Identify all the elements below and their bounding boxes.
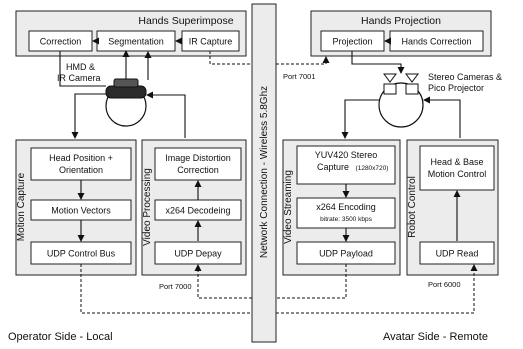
port-7000-link xyxy=(198,264,347,299)
port-6000-link xyxy=(80,264,474,314)
head-position-label-2: Orientation xyxy=(59,165,103,175)
motion-vectors-label: Motion Vectors xyxy=(51,206,111,216)
image-distortion-label-1: Image Distortion xyxy=(165,153,231,163)
head-base-label-2: Motion Control xyxy=(428,169,487,179)
hands-correction-label: Hands Correction xyxy=(401,37,471,47)
video-streaming-panel: Video Streaming YUV420 Stereo Capture (1… xyxy=(282,139,401,276)
video-processing-panel: Video Processing Image Distortion Correc… xyxy=(141,139,247,276)
avatar-side-label: Avatar Side - Remote xyxy=(383,331,488,343)
hands-projection-title: Hands Projection xyxy=(361,15,441,27)
image-distortion-label-2: Correction xyxy=(177,165,219,175)
head-base-label-1: Head & Base xyxy=(430,157,483,167)
hmd-head-icon xyxy=(105,78,147,127)
x264-encoding-label: x264 Encoding xyxy=(316,202,376,212)
bitrate-label: bitrate: 3500 kbps xyxy=(320,216,372,223)
stereo-label-2: Pico Projector xyxy=(428,83,484,93)
hands-projection-panel: Hands Projection Projection Hands Correc… xyxy=(310,10,492,57)
motion-capture-panel: Motion Capture Head Position + Orientati… xyxy=(15,139,137,276)
hmd-label-1: HMD & xyxy=(66,62,95,72)
segmentation-label: Segmentation xyxy=(108,37,164,47)
x264-encoding-box xyxy=(296,197,396,229)
port-7000-label: Port 7000 xyxy=(159,282,192,291)
image-distortion-box xyxy=(154,147,242,181)
head-base-box xyxy=(419,145,495,191)
ir-capture-label: IR Capture xyxy=(189,37,233,47)
network-connection-bar: Network Connection - Wireless 5.8Ghz xyxy=(251,3,277,343)
x264-decoding-label: x264 Decodeing xyxy=(165,206,230,216)
udp-control-bus-label: UDP Control Bus xyxy=(47,249,116,259)
stereo-camera-head-icon xyxy=(378,73,424,128)
network-connection-label: Network Connection - Wireless 5.8Ghz xyxy=(259,86,270,258)
stereo-label-1: Stereo Cameras & xyxy=(428,72,502,82)
yuv-capture-label-2: Capture xyxy=(317,162,349,172)
video-to-hmd-arrow xyxy=(146,91,186,138)
yuv-capture-label-1: YUV420 Stereo xyxy=(315,150,378,160)
hands-superimpose-title: Hands Superimpose xyxy=(138,15,233,27)
camera-to-video-streaming-arrow xyxy=(341,99,380,139)
motion-capture-title: Motion Capture xyxy=(16,172,27,241)
port-6000-label: Port 6000 xyxy=(428,280,461,289)
hmd-to-motion-capture-arrow xyxy=(60,85,106,138)
robot-control-panel: Robot Control Head & Base Motion Control… xyxy=(406,139,499,276)
projection-label: Projection xyxy=(332,37,372,47)
hmd-label-2: IR Camera xyxy=(57,73,101,83)
yuv-capture-box xyxy=(296,145,396,185)
head-position-label-1: Head Position + xyxy=(49,153,113,163)
udp-depay-label: UDP Depay xyxy=(174,249,222,259)
operator-side-label: Operator Side - Local xyxy=(8,331,113,343)
projection-to-projector-arrow xyxy=(351,51,405,74)
video-processing-title: Video Processing xyxy=(142,168,153,246)
robot-control-title: Robot Control xyxy=(407,176,418,238)
video-streaming-title: Video Streaming xyxy=(283,170,294,244)
yuv-resolution-label: (1280x720) xyxy=(356,165,389,172)
udp-payload-label: UDP Payload xyxy=(319,249,373,259)
port-7001-link xyxy=(209,51,326,65)
hands-superimpose-panel: Hands Superimpose Correction Segmentatio… xyxy=(15,10,247,57)
robot-control-to-head-arrow xyxy=(423,96,461,138)
port-7001-label: Port 7001 xyxy=(283,72,316,81)
correction-label: Correction xyxy=(40,37,82,47)
udp-read-label: UDP Read xyxy=(436,249,479,259)
